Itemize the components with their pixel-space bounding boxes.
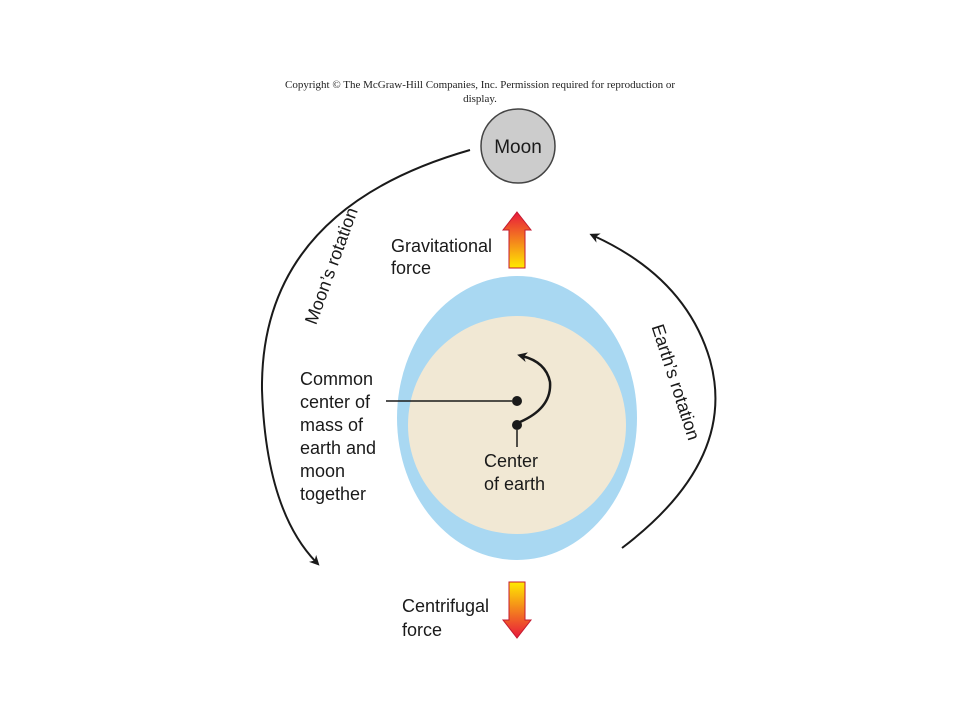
earth-center-dot xyxy=(512,420,522,430)
center-rotation-arc xyxy=(517,352,552,424)
moon-disc xyxy=(480,108,556,184)
common-center-label-line-4: earth and xyxy=(300,438,376,458)
common-center-label-line-6: together xyxy=(300,484,366,504)
gravitational-label-line-1: Gravitational xyxy=(391,236,492,256)
copyright-line-2: display. xyxy=(463,93,497,105)
earth-center-label-line-2: of earth xyxy=(484,474,545,494)
earth-center-label-line-1: Center xyxy=(484,451,538,471)
moon-label: Moon xyxy=(494,137,542,158)
common-center-label-line-2: center of xyxy=(300,392,371,412)
common-center-label-line-3: mass of xyxy=(300,415,364,435)
centrifugal-force-arrow xyxy=(501,581,533,639)
centrifugal-label-line-1: Centrifugal xyxy=(402,596,489,616)
copyright-notice: Copyright © The McGraw-Hill Companies, I… xyxy=(250,78,710,106)
earth-rotation-arc xyxy=(589,233,717,549)
earth-rotation-label: Earth’s rotation xyxy=(648,322,704,443)
common-center-label-line-5: moon xyxy=(300,461,345,481)
gravitational-label-line-2: force xyxy=(391,258,431,278)
moon-rotation-label: Moon’s rotation xyxy=(301,205,362,327)
centrifugal-label-line-2: force xyxy=(402,620,442,640)
common-center-dot xyxy=(512,396,522,406)
common-center-label-line-1: Common xyxy=(300,369,373,389)
moon-rotation-arc xyxy=(260,149,471,566)
copyright-line-1: Copyright © The McGraw-Hill Companies, I… xyxy=(284,79,676,91)
gravitational-force-arrow xyxy=(501,211,533,269)
